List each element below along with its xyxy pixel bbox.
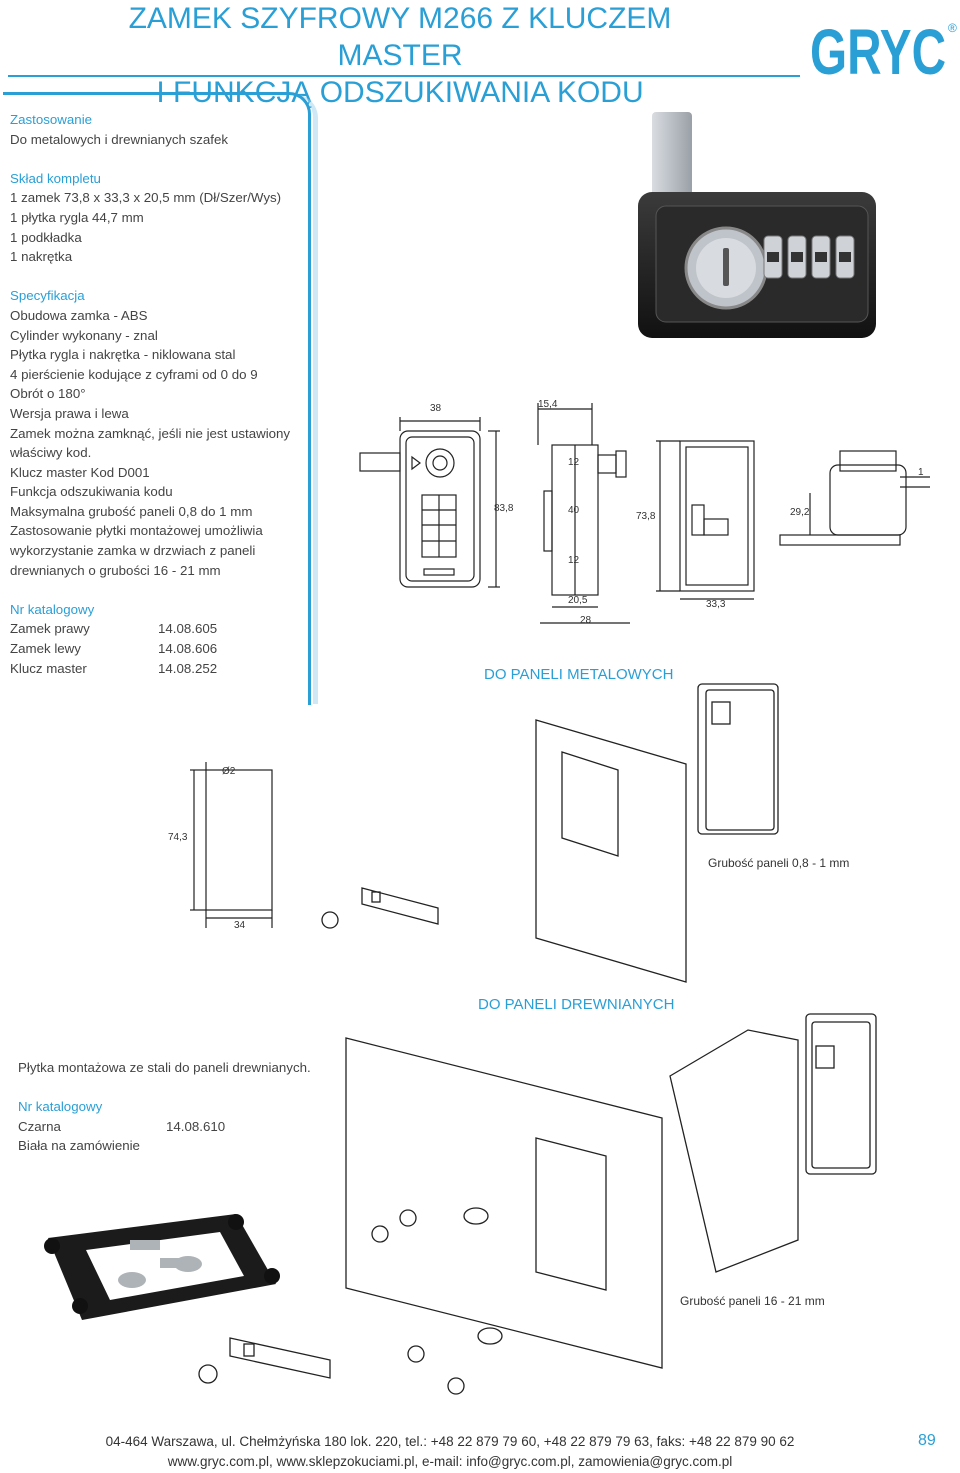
catalog-row: Czarna 14.08.610 <box>18 1117 311 1137</box>
catalog-heading: Nr katalogowy <box>10 601 95 617</box>
catalog-name: Klucz master <box>10 660 87 676</box>
catalog-name: Zamek prawy <box>10 621 90 637</box>
metal-panel-exploded-view <box>321 683 779 983</box>
wood-info: Płytka montażowa ze stali do paneli drew… <box>18 1058 311 1156</box>
kit-item: 1 nakrętka <box>10 249 73 265</box>
spec-heading: Specyfikacja <box>10 288 85 304</box>
spec-item: Płytka rygla i nakrętka - niklowana stal <box>10 347 236 363</box>
spec-card-shadow <box>3 94 318 704</box>
dim-15-4: 15,4 <box>538 399 558 410</box>
metal-heading: DO PANELI METALOWYCH <box>484 666 674 683</box>
usage-text: Do metalowych i drewnianych szafek <box>10 131 229 147</box>
spec-item: Zastosowanie płytki montażowej umożliwia <box>10 523 263 539</box>
metal-thickness-note: Grubość paneli 0,8 - 1 mm <box>708 856 850 870</box>
kit-heading: Skład kompletu <box>10 170 101 186</box>
gryc-logo: GRYC ® <box>810 16 957 80</box>
spec-item: właściwy kod. <box>10 445 92 461</box>
catalog-code: 14.08.252 <box>158 660 218 676</box>
logo-mark: ® <box>948 21 957 35</box>
plate-text: Płytka montażowa ze stali do paneli drew… <box>18 1060 311 1075</box>
spec-item: Wersja prawa i lewa <box>10 405 129 421</box>
mounting-plate-photo <box>44 1214 280 1320</box>
catalog-code: 14.08.610 <box>166 1118 226 1134</box>
wood-catalog-heading: Nr katalogowy <box>18 1099 103 1115</box>
catalog-row: Zamek prawy 14.08.605 <box>10 619 300 639</box>
dim-40: 40 <box>568 505 580 516</box>
wood-thickness-note: Grubość paneli 16 - 21 mm <box>680 1294 825 1308</box>
kit-item: 1 podkładka <box>10 229 82 245</box>
dim-20-5: 20,5 <box>568 595 588 606</box>
spec-item: Cylinder wykonany - znal <box>10 327 158 343</box>
page-title: ZAMEK SZYFROWY M266 Z KLUCZEM MASTER I F… <box>80 0 720 111</box>
spec-item: 4 pierścienie kodujące z cyframi od 0 do… <box>10 366 258 382</box>
spec-card <box>3 92 311 705</box>
lock-product-photo <box>638 112 876 338</box>
catalog-row: Zamek lewy 14.08.606 <box>10 639 300 659</box>
footer: 04-464 Warszawa, ul. Chełmżyńska 180 lok… <box>60 1432 840 1472</box>
dim-38: 38 <box>430 403 442 414</box>
wood-panel-exploded-view <box>198 1013 877 1395</box>
spec-item: drewnianych o grubości 16 - 21 mm <box>10 562 221 578</box>
catalog-row: Klucz master 14.08.252 <box>10 659 300 679</box>
catalog-name: Biała na zamówienie <box>18 1138 140 1154</box>
dim-83-8: 83,8 <box>494 503 514 514</box>
dim-12b: 12 <box>568 555 580 566</box>
dim-12a: 12 <box>568 457 580 468</box>
dim-33-3: 33,3 <box>706 599 726 610</box>
catalog-code: 14.08.606 <box>158 641 218 657</box>
footer-links: www.gryc.com.pl, www.sklepzokuciami.pl, … <box>167 1454 733 1469</box>
footer-address: 04-464 Warszawa, ul. Chełmżyńska 180 lok… <box>105 1434 795 1449</box>
spec-item: Maksymalna grubość paneli 0,8 do 1 mm <box>10 503 253 519</box>
catalog-code: 14.08.605 <box>158 621 218 637</box>
strike-plate-drawing: Ø2 74,3 34 <box>168 762 273 931</box>
spec-item: wykorzystanie zamka w drzwiach z paneli <box>10 543 256 559</box>
kit-item: 1 zamek 73,8 x 33,3 x 20,5 mm (Dł/Szer/W… <box>10 190 282 206</box>
dim-1: 1 <box>918 467 924 478</box>
spec-item: Obudowa zamka - ABS <box>10 307 148 323</box>
technical-drawing: 38 15,4 83,8 12 40 12 73,8 29,2 1 20,5 2… <box>359 399 930 626</box>
spec-item: Obrót o 180° <box>10 386 86 402</box>
kit-item: 1 płytka rygla 44,7 mm <box>10 209 144 225</box>
catalog-name: Czarna <box>18 1118 61 1134</box>
spec-panel: Zastosowanie Do metalowych i drewnianych… <box>10 110 300 678</box>
dim-74-3: 74,3 <box>168 832 188 843</box>
spec-item: Funkcja odszukiwania kodu <box>10 484 173 500</box>
dim-28: 28 <box>580 615 592 626</box>
dim-o2: Ø2 <box>222 766 236 777</box>
wood-heading: DO PANELI DREWNIANYCH <box>478 996 675 1013</box>
title-rule <box>8 75 800 77</box>
dim-29-2: 29,2 <box>790 507 810 518</box>
spec-item: Zamek można zamknąć, jeśli nie jest usta… <box>10 425 291 441</box>
page-number: 89 <box>918 1432 936 1449</box>
logo-text: GRYC <box>810 16 946 80</box>
usage-heading: Zastosowanie <box>10 112 93 127</box>
catalog-row: Biała na zamówienie <box>18 1136 311 1156</box>
title-line-1: ZAMEK SZYFROWY M266 Z KLUCZEM MASTER <box>128 2 672 72</box>
catalog-name: Zamek lewy <box>10 641 81 657</box>
dim-73-8: 73,8 <box>636 511 656 522</box>
spec-item: Klucz master Kod D001 <box>10 464 150 480</box>
dim-34: 34 <box>234 920 246 931</box>
